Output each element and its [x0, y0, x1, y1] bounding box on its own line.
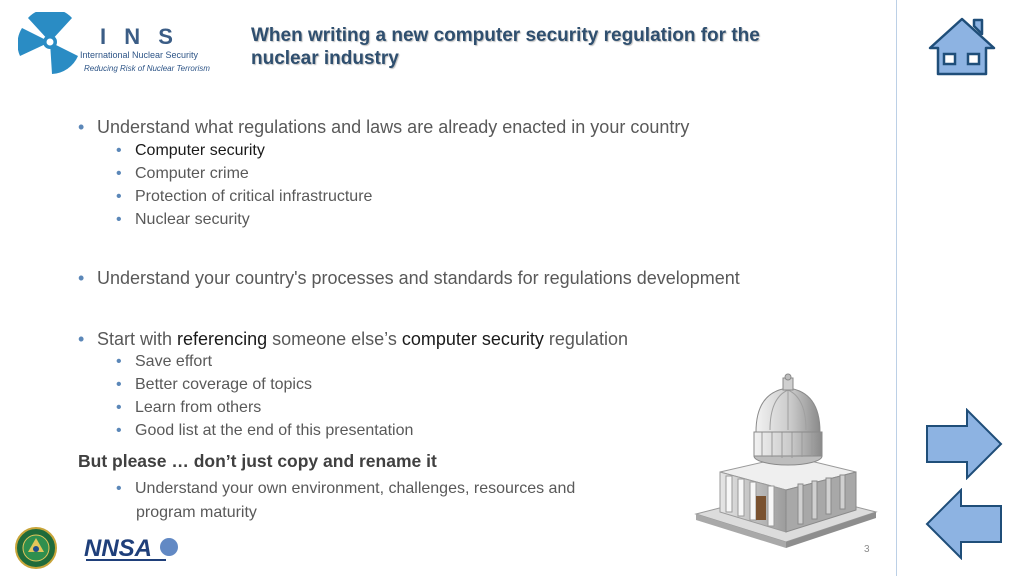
sub-bullet-computer-crime: •Computer crime — [116, 165, 249, 182]
sub-bullet-nuclear-security: •Nuclear security — [116, 211, 250, 228]
bullet-existing-regulations: •Understand what regulations and laws ar… — [78, 117, 690, 137]
title-line-1: When writing a new computer security reg… — [251, 25, 760, 46]
sub-bullet-good-list: •Good list at the end of this presentati… — [116, 422, 414, 439]
doe-seal-logo — [15, 527, 57, 569]
radiation-trefoil-icon — [18, 12, 79, 74]
sub-bullet-critical-infrastructure: •Protection of critical infrastructure — [116, 188, 373, 205]
arrow-right-icon[interactable] — [925, 408, 1003, 480]
bullet-start-referencing: •Start with referencing someone else’s c… — [78, 329, 628, 349]
bullet-processes-standards: •Understand your country's processes and… — [78, 268, 740, 288]
arrow-left-icon[interactable] — [925, 488, 1003, 560]
page-number: 3 — [864, 544, 870, 555]
sub-bullet-better-coverage: •Better coverage of topics — [116, 376, 312, 393]
logo-tagline: Reducing Risk of Nuclear Terrorism — [84, 64, 210, 73]
slide-title: When writing a new computer security reg… — [251, 24, 871, 70]
emphasis-dont-copy: But please … don’t just copy and rename … — [78, 451, 437, 471]
logo-wordmark: I N S — [100, 24, 179, 49]
title-line-2: nuclear industry — [251, 48, 399, 69]
logo-subtitle: International Nuclear Security — [80, 50, 199, 60]
sub-bullet-own-environment: •Understand your own environment, challe… — [116, 480, 576, 497]
svg-text:NNSA: NNSA — [84, 535, 152, 562]
slide: I N S International Nuclear Security Red… — [15, 12, 878, 569]
sub-bullet-own-environment-continued: program maturity — [136, 504, 257, 521]
ins-logo: I N S International Nuclear Security Red… — [18, 12, 218, 78]
sub-bullet-save-effort: •Save effort — [116, 353, 213, 370]
navigation-panel — [896, 0, 1024, 576]
nnsa-logo: NNSA — [84, 535, 178, 562]
sub-bullet-learn-from-others: •Learn from others — [116, 399, 262, 416]
capitol-building-icon — [694, 373, 878, 548]
sub-bullet-computer-security: •Computer security — [116, 142, 265, 159]
home-icon[interactable] — [926, 16, 998, 78]
